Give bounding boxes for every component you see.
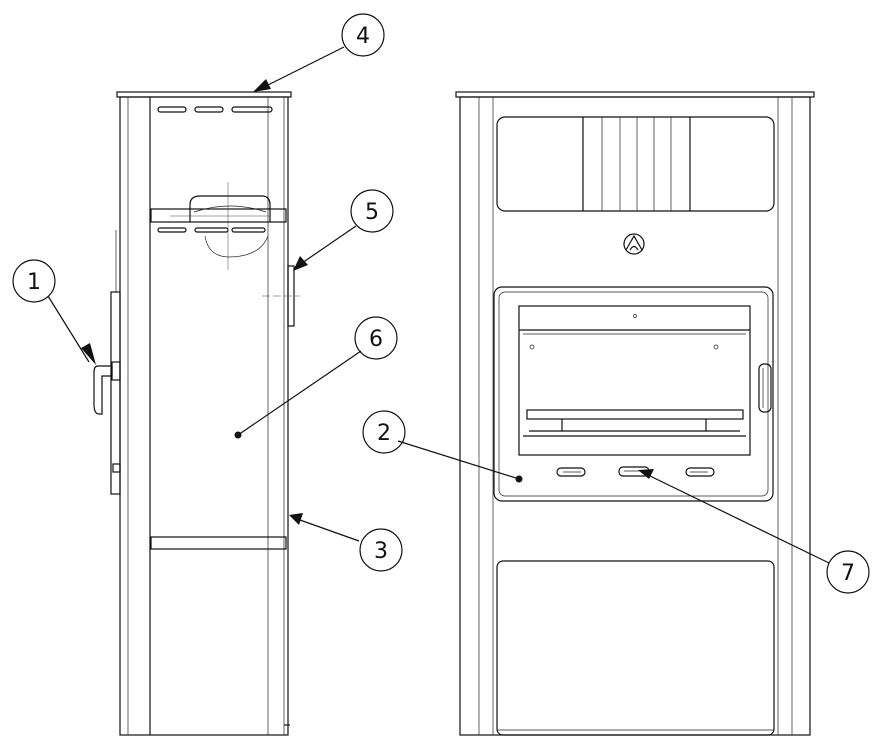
side-ash-divider — [150, 536, 287, 550]
front-view — [455, 91, 815, 736]
arrowhead-1 — [81, 343, 96, 365]
leader-7 — [647, 474, 830, 564]
side-top-plate — [116, 91, 292, 98]
firebox-window — [518, 305, 751, 456]
callout-5-label: 5 — [365, 200, 379, 225]
leader-2 — [397, 440, 520, 480]
side-view — [93, 91, 300, 736]
brand-logo-icon — [623, 233, 645, 255]
side-front-door-profile — [110, 230, 121, 495]
door-handle — [758, 363, 772, 413]
callout-1-label: 1 — [27, 270, 41, 295]
side-handle — [93, 361, 121, 415]
ash-pan-door — [496, 560, 775, 736]
callout-6: 6 — [354, 316, 398, 360]
leader-6 — [237, 350, 362, 436]
callout-4: 4 — [341, 13, 385, 57]
leader-5 — [301, 225, 357, 264]
callout-6-label: 6 — [369, 327, 383, 352]
leader-lines — [47, 46, 830, 564]
leader-4 — [261, 46, 345, 89]
arrowhead-5 — [293, 256, 308, 271]
callout-1: 1 — [12, 259, 56, 303]
arrowhead-4 — [253, 79, 271, 92]
callout-5: 5 — [350, 189, 394, 233]
dot-6 — [234, 431, 242, 439]
callout-2: 2 — [362, 410, 406, 454]
callout-7: 7 — [826, 550, 870, 594]
callout-7-label: 7 — [841, 561, 855, 586]
leader-1 — [47, 295, 90, 363]
side-body-outline — [119, 96, 289, 736]
air-control-slots — [556, 466, 715, 477]
arrowhead-7 — [638, 469, 654, 479]
callout-3: 3 — [359, 528, 403, 572]
callout-3-label: 3 — [374, 539, 388, 564]
front-top-plate — [455, 91, 815, 98]
firebox-door — [493, 286, 774, 502]
leader-3 — [299, 519, 360, 542]
side-top-vent-slots — [157, 106, 273, 113]
arrowhead-3 — [289, 513, 303, 525]
callout-2-label: 2 — [377, 421, 391, 446]
dot-2 — [515, 475, 523, 483]
callout-4-label: 4 — [356, 24, 370, 49]
side-flue-outlet — [150, 182, 287, 270]
front-body-outline — [459, 96, 811, 736]
side-door-knob — [112, 463, 121, 473]
side-rear-connector — [262, 265, 300, 327]
front-top-vent-panel — [496, 116, 775, 212]
